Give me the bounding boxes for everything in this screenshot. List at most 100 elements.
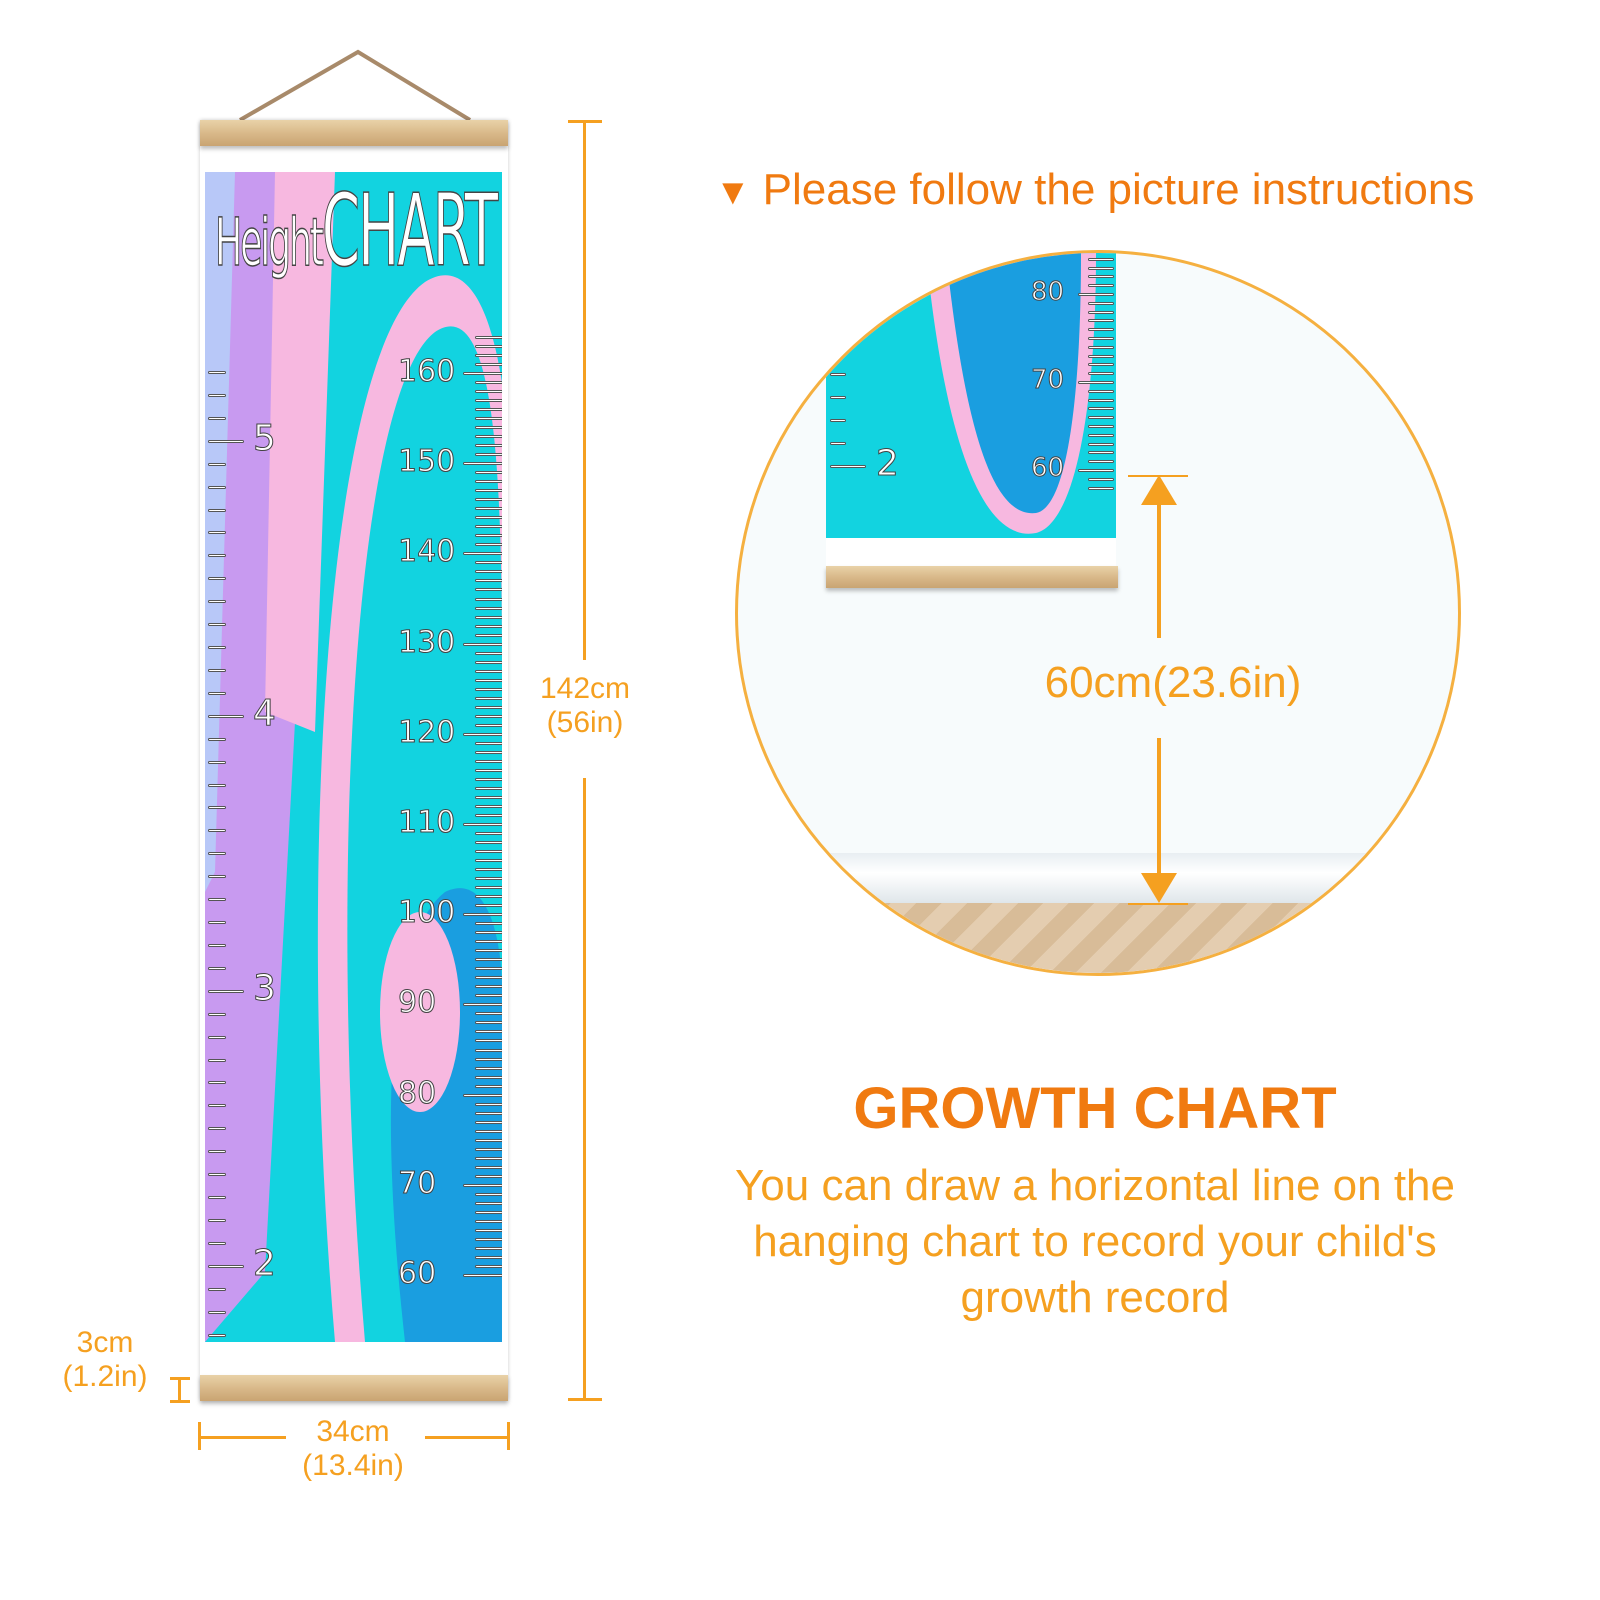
cm-tick [475, 1057, 502, 1061]
cm-tick [475, 651, 502, 655]
hang-height-label: 60cm(23.6in) [1044, 658, 1302, 707]
cm-tick [1088, 275, 1114, 279]
cm-tick [475, 678, 502, 682]
cm-tick [463, 552, 502, 556]
measure-arrow-up [1157, 493, 1161, 638]
inch-tick [208, 966, 226, 970]
cm-tick [475, 940, 502, 944]
cm-tick [475, 426, 502, 430]
arrow-down-icon [1141, 873, 1177, 903]
triangle-down-icon: ▼ [715, 171, 751, 212]
cm-tick [475, 471, 502, 475]
cm-tick [475, 588, 502, 592]
cm-tick [475, 1165, 502, 1169]
cm-tick [463, 1093, 502, 1097]
cm-tick [1088, 301, 1114, 305]
cm-tick [475, 444, 502, 448]
inch-tick [208, 875, 226, 879]
wood-floor [738, 903, 1458, 973]
cm-label: 60 [397, 1256, 437, 1292]
inch-tick [208, 1173, 226, 1177]
inch-tick [208, 829, 226, 833]
cm-tick [475, 480, 502, 484]
margin-dimension-line [178, 1378, 181, 1402]
cm-tick [475, 534, 502, 538]
cm-tick [475, 1156, 502, 1160]
cm-tick [475, 859, 502, 863]
cm-tick [1088, 425, 1114, 428]
cm-tick [1078, 293, 1114, 296]
cm-tick [475, 1012, 502, 1016]
inch-tick [208, 806, 226, 810]
height-in-label: (56in) [546, 706, 624, 739]
inch-tick [208, 989, 244, 993]
inch-tick [830, 465, 866, 468]
inch-tick [208, 439, 244, 443]
cm-tick [475, 543, 502, 547]
cm-tick [475, 417, 502, 421]
cm-tick [463, 732, 502, 736]
inch-tick [208, 485, 226, 489]
inch-tick [208, 1218, 226, 1222]
cm-tick [475, 841, 502, 845]
cm-label: 100 [397, 895, 456, 931]
cm-tick [1088, 345, 1114, 349]
inch-tick [208, 416, 226, 420]
dimension-cap [170, 1377, 190, 1380]
cm-tick [475, 579, 502, 583]
cm-tick [1088, 433, 1114, 437]
height-cm-label: 142cm [539, 672, 631, 705]
width-cm-label: 34cm [316, 1415, 390, 1448]
poster-detail-wood-bar [826, 566, 1118, 588]
cm-tick [475, 570, 502, 574]
height-dimension-line-lower [583, 778, 586, 1400]
cm-tick [475, 877, 502, 881]
foot-label: 2 [876, 443, 900, 485]
cm-tick [463, 823, 502, 826]
cm-tick [1088, 372, 1114, 376]
inch-tick [208, 943, 226, 947]
cm-tick [475, 714, 502, 718]
cm-tick [1088, 398, 1114, 402]
inch-tick [208, 1127, 226, 1131]
cm-label: 70 [1030, 365, 1065, 396]
cm-tick [475, 633, 502, 637]
cm-tick [475, 832, 502, 836]
cm-tick [475, 895, 502, 899]
inch-tick [208, 1150, 226, 1154]
cm-tick [463, 642, 502, 646]
cm-tick [1088, 407, 1114, 411]
cm-tick [1088, 389, 1114, 393]
width-dimension-line [198, 1436, 286, 1439]
inch-tick [208, 531, 226, 535]
cm-tick [475, 1264, 502, 1268]
inch-tick [208, 554, 226, 558]
inch-tick [208, 921, 226, 924]
cm-label: 160 [397, 354, 456, 390]
cm-tick [1088, 477, 1114, 481]
cm-tick [475, 795, 502, 799]
cm-tick [475, 1255, 502, 1259]
cm-tick [475, 931, 502, 935]
margin-in-label: (1.2in) [62, 1360, 148, 1393]
cm-tick [463, 1274, 502, 1277]
cm-tick [475, 1210, 502, 1214]
inch-tick [208, 760, 226, 764]
cm-tick [475, 723, 502, 727]
inch-tick [208, 852, 226, 856]
cm-tick [475, 1048, 502, 1052]
cm-tick [475, 786, 502, 790]
dimension-cap [198, 1422, 201, 1450]
cm-tick [475, 759, 502, 763]
cm-label: 70 [397, 1165, 437, 1201]
inch-tick [208, 714, 244, 718]
cm-label: 110 [397, 805, 456, 841]
instructions-heading: Please follow the picture instructions [762, 165, 1475, 214]
cm-tick [475, 489, 502, 493]
cm-tick [475, 741, 502, 745]
cm-tick [1078, 381, 1114, 384]
cm-tick [475, 660, 502, 664]
cm-tick [475, 335, 502, 339]
